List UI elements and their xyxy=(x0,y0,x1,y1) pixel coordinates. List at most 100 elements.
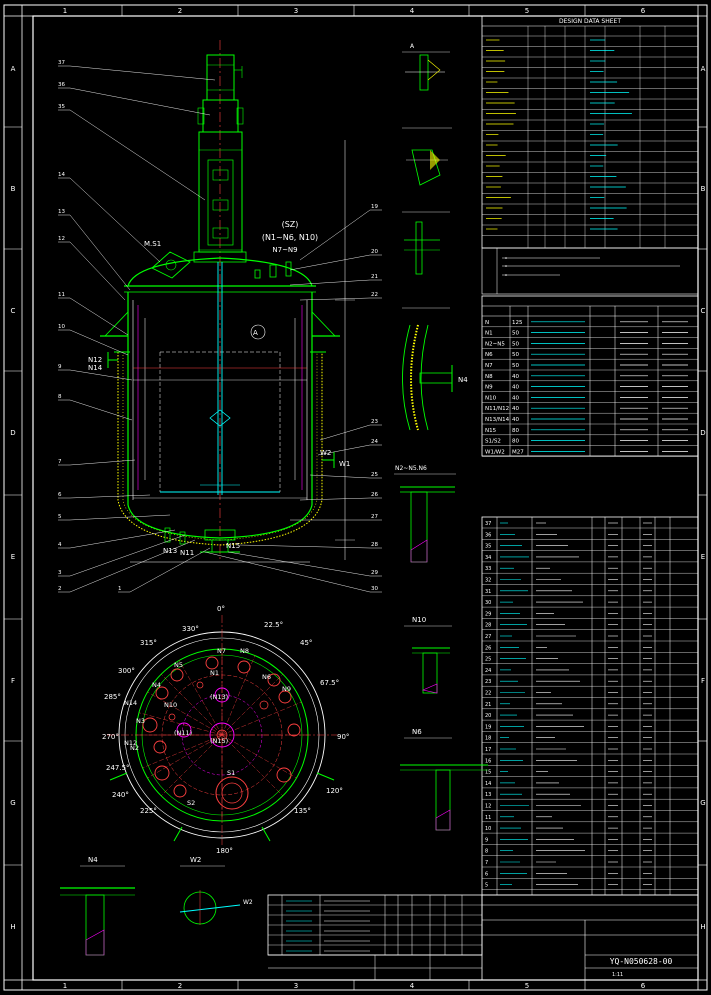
plan-nozzle-n5: N5 xyxy=(174,661,183,669)
nozzle-mark: N10 xyxy=(485,395,497,401)
frame-row-right-H: H xyxy=(700,923,705,931)
callout-24: 24 xyxy=(371,439,378,445)
label-n11: N11 xyxy=(180,549,194,557)
plan-nozzle-n8: N8 xyxy=(240,647,249,655)
callout-22: 22 xyxy=(371,292,378,298)
detail-n10: N10 xyxy=(404,616,452,693)
part-number: 33 xyxy=(485,566,491,572)
callout-5: 5 xyxy=(58,514,62,520)
plan-nozzle-n9: N9 xyxy=(282,685,291,693)
plan-nozzle-s1: S1 xyxy=(227,769,235,777)
plan-nozzle-n4: N4 xyxy=(152,681,161,689)
plan-angle-label: 45° xyxy=(300,639,312,647)
nozzle-mark: N11/N12 xyxy=(485,406,509,412)
plan-nozzle-n1: N1 xyxy=(210,669,219,677)
detail-n4: N4 xyxy=(402,308,468,430)
callout-8: 8 xyxy=(58,394,62,400)
reactor-plan-view: 0°22.5°45°67.5°90°120°135°180°225°240°24… xyxy=(102,605,349,855)
detail-n6: N6 xyxy=(400,728,488,830)
callout-27: 27 xyxy=(371,514,378,520)
plan-angle-label: 270° xyxy=(102,733,119,741)
callout-26: 26 xyxy=(371,492,378,498)
plan-nozzle-n6: N6 xyxy=(262,673,271,681)
nozzle-mark: N15 xyxy=(485,428,497,434)
detail-n4-flange-title: N4 xyxy=(88,856,98,864)
part-number: 36 xyxy=(485,532,491,538)
callout-35: 35 xyxy=(58,104,65,110)
frame-col-4: 4 xyxy=(410,7,415,15)
technical-notes xyxy=(482,248,698,294)
plan-angle-label: 315° xyxy=(140,639,157,647)
detail-n4-flange: N4 xyxy=(60,856,135,955)
frame-col-1: 1 xyxy=(63,7,67,15)
design-data-sheet: DESIGN DATA SHEET xyxy=(482,16,698,248)
part-number: 13 xyxy=(485,792,491,798)
plan-nozzle-n15: (N15) xyxy=(210,737,228,745)
nozzle-size: 50 xyxy=(512,331,519,337)
design-data-title: DESIGN DATA SHEET xyxy=(559,18,621,25)
callout-19: 19 xyxy=(371,204,378,210)
part-number: 37 xyxy=(485,521,491,527)
callout-2: 2 xyxy=(58,586,62,592)
support-lug-left xyxy=(105,312,128,336)
label-n-group: (N1~N6, N10) xyxy=(262,233,318,242)
nozzle-size: M27 xyxy=(512,449,524,455)
callout-10: 10 xyxy=(58,324,65,330)
part-number: 32 xyxy=(485,578,491,584)
plan-angle-label: 330° xyxy=(182,625,199,633)
plan-angle-label: 285° xyxy=(104,693,121,701)
detail-w2-title: W2 xyxy=(190,856,201,864)
manhole xyxy=(152,252,190,278)
plan-nozzle-n14: N14 xyxy=(124,699,137,707)
nozzle-table: N125N150N2~N550N650N750N840N940N1040N11/… xyxy=(482,296,698,456)
callout-3: 3 xyxy=(58,570,62,576)
frame-row-A: A xyxy=(11,65,16,73)
detail-a: A xyxy=(402,43,450,90)
frame-col-bottom-2: 2 xyxy=(178,982,182,990)
callout-4: 4 xyxy=(58,542,62,548)
nozzle-mark: N xyxy=(485,320,489,326)
part-number: 35 xyxy=(485,544,491,550)
plan-angle-label: 180° xyxy=(216,847,233,855)
callout-30: 30 xyxy=(371,586,378,592)
frame-col-3: 3 xyxy=(294,7,298,15)
callout-1: 1 xyxy=(118,586,122,592)
nozzle-size: 50 xyxy=(512,341,519,347)
part-number: 21 xyxy=(485,702,491,708)
frame-col-bottom-4: 4 xyxy=(410,982,415,990)
reactor-elevation-view: 3736351413121110987654321192021222324252… xyxy=(58,40,382,592)
detail-nx-title: N2~N5.N6 xyxy=(395,465,427,472)
part-number: 30 xyxy=(485,600,491,606)
callout-28: 28 xyxy=(371,542,378,548)
nozzle-size: 80 xyxy=(512,439,519,445)
part-number: 25 xyxy=(485,657,491,663)
part-number: 20 xyxy=(485,713,491,719)
frame-col-6: 6 xyxy=(641,7,646,15)
part-number: 12 xyxy=(485,804,491,810)
nozzle-size: 40 xyxy=(512,417,519,423)
label-w2: W2 xyxy=(320,449,331,457)
callout-11: 11 xyxy=(58,292,65,298)
part-number: 26 xyxy=(485,645,491,651)
nozzle-mark: N6 xyxy=(485,352,493,358)
part-number: 17 xyxy=(485,747,491,753)
label-w1: W1 xyxy=(339,460,350,468)
frame-col-2: 2 xyxy=(178,7,182,15)
callout-21: 21 xyxy=(371,274,378,280)
detail-a-title: A xyxy=(410,43,415,50)
detail-n10-title: N10 xyxy=(412,616,426,624)
plan-angle-label: 120° xyxy=(326,787,343,795)
frame-col-bottom-5: 5 xyxy=(525,982,529,990)
callout-14: 14 xyxy=(58,172,65,178)
frame-row-labels-left: ABCDEFGH xyxy=(4,65,22,931)
nozzle-size: 50 xyxy=(512,363,519,369)
nozzle-mark: N9 xyxy=(485,385,493,391)
nozzle-mark: S1/S2 xyxy=(485,439,501,445)
frame-row-G: G xyxy=(10,799,15,807)
frame-col-bottom-6: 6 xyxy=(641,982,646,990)
part-number: 28 xyxy=(485,623,491,629)
plan-angle-label: 300° xyxy=(118,667,135,675)
callout-20: 20 xyxy=(371,249,378,255)
part-number: 34 xyxy=(485,555,491,561)
